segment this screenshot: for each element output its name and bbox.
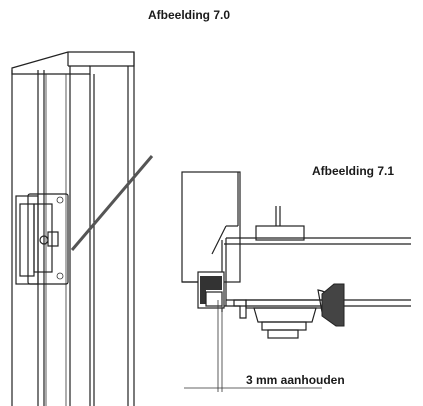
closer-arm — [181, 171, 411, 392]
figure-7-0-caption: Afbeelding 7.0 — [148, 8, 231, 22]
door-frame-profile — [11, 51, 135, 406]
figure-7-1-caption: Afbeelding 7.1 — [312, 164, 395, 178]
hinge-assembly — [15, 193, 69, 285]
dimension-label: 3 mm aanhouden — [246, 373, 345, 387]
